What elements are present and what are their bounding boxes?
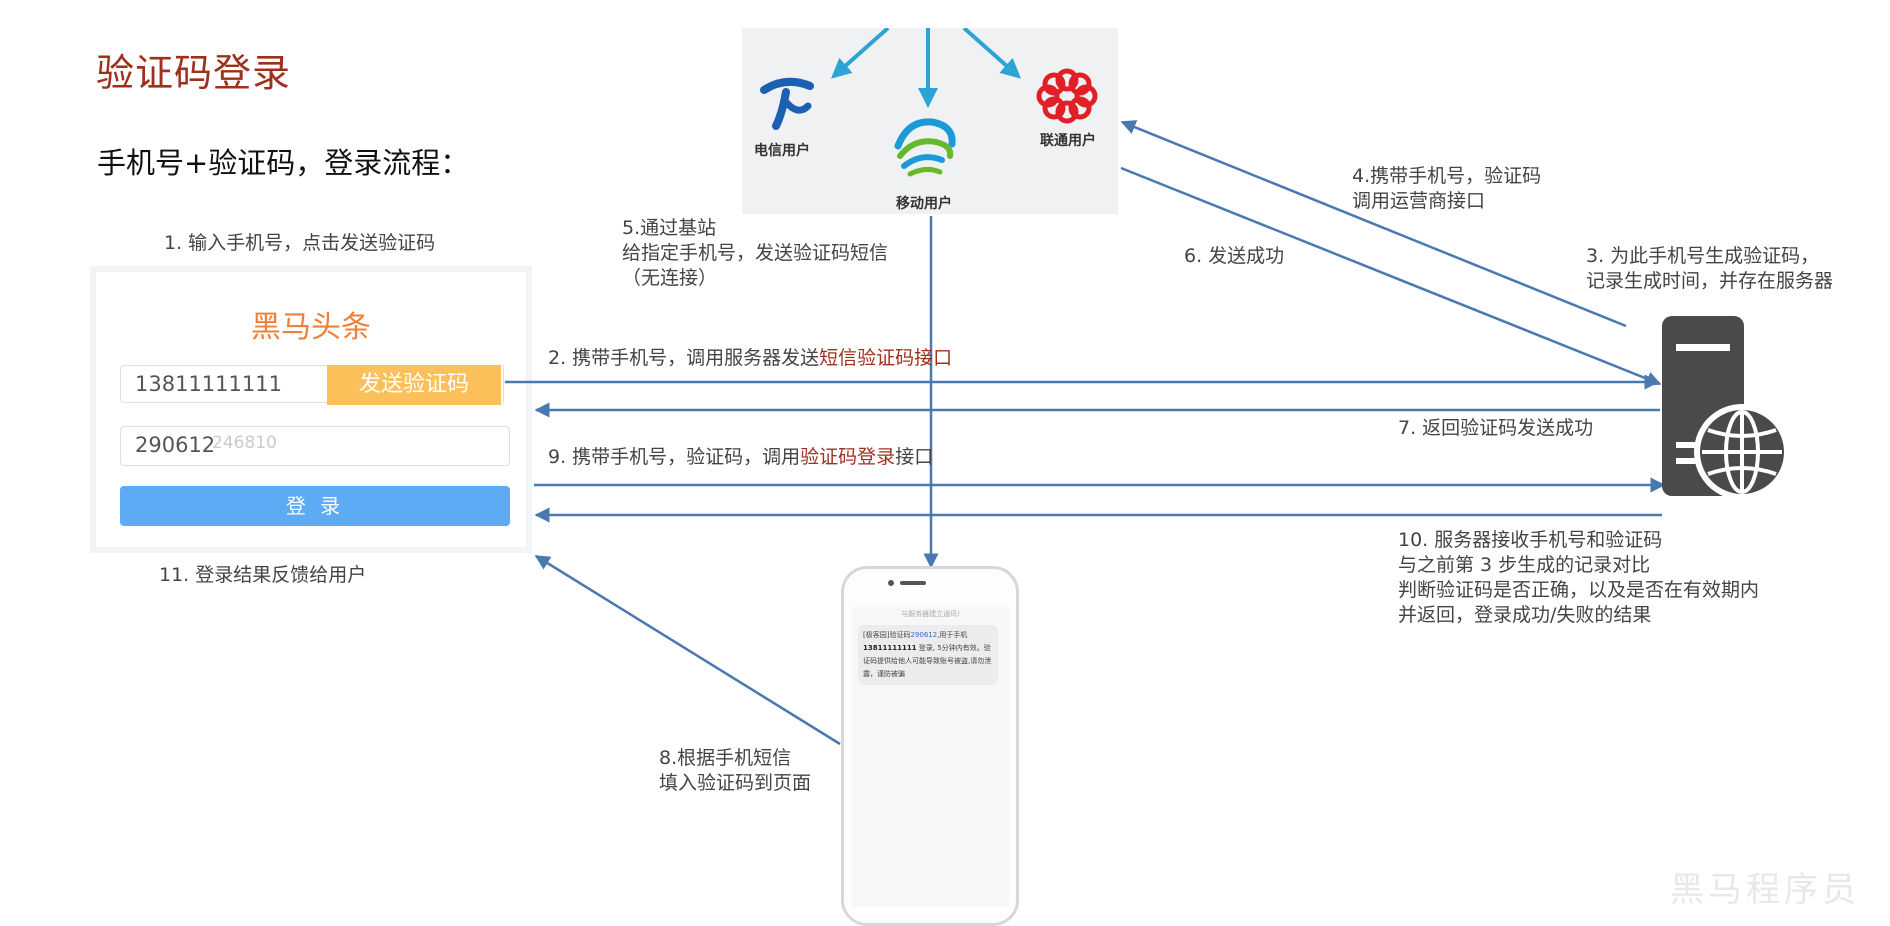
phone-speaker <box>900 581 926 585</box>
telecom-label: 电信用户 <box>754 143 810 159</box>
arrow-step-6 <box>1120 166 1662 386</box>
step-11-label: 11. 登录结果反馈给用户 <box>159 564 367 586</box>
arrow-step-8 <box>534 554 841 746</box>
login-panel: 黑马头条 13811111111 发送验证码 290612 246810 登 录 <box>90 266 532 553</box>
step-8-label: 8.根据手机短信填入验证码到页面 <box>659 747 812 794</box>
step-6-label: 6. 发送成功 <box>1184 245 1285 267</box>
smartphone-icon: 与服务器建立通讯! [极客园]验证码290612,用于手机 1381111111… <box>841 566 1019 926</box>
send-button-border <box>501 365 504 405</box>
watermark: 黑马程序员 <box>1670 870 1860 910</box>
step-5-label: 5.通过基站给指定手机号，发送验证码短信（无连接） <box>622 217 889 289</box>
carriers-panel: 电信用户 移动用户 联通用户 <box>742 28 1118 214</box>
code-placeholder: 246810 <box>212 433 277 453</box>
step-2-label: 2. 携带手机号，调用服务器发送短信验证码接口 <box>548 347 953 369</box>
step-10-label: 10. 服务器接收手机号和验证码与之前第 3 步生成的记录对比 判断验证码是否正… <box>1398 529 1760 626</box>
sms-tip: 与服务器建立通讯! <box>901 610 960 618</box>
page-title: 验证码登录 <box>96 51 292 95</box>
brand-title: 黑马头条 <box>251 310 371 345</box>
phone-screen: 与服务器建立通讯! [极客园]验证码290612,用于手机 1381111111… <box>852 607 1009 907</box>
unicom-logo-icon <box>1036 68 1098 124</box>
unicom-label: 联通用户 <box>1040 133 1096 149</box>
step-4-label: 4.携带手机号，验证码调用运营商接口 <box>1352 165 1542 212</box>
login-button[interactable]: 登 录 <box>120 486 510 526</box>
server-globe-icon <box>1662 316 1790 500</box>
phone-input[interactable]: 13811111111 <box>120 365 327 403</box>
flow-arrows <box>505 120 1666 746</box>
step-9-label: 9. 携带手机号，验证码，调用验证码登录接口 <box>548 446 934 468</box>
flow-subtitle: 手机号+验证码，登录流程： <box>97 146 470 180</box>
mobile-label: 移动用户 <box>896 196 952 212</box>
send-code-button[interactable]: 发送验证码 <box>327 365 501 405</box>
telecom-logo-icon <box>760 77 814 130</box>
arrow-step-4 <box>1120 120 1627 328</box>
carrier-arrows-icon <box>831 28 1021 108</box>
step-1-label: 1. 输入手机号，点击发送验证码 <box>164 232 436 254</box>
step-3-label: 3. 为此手机号生成验证码，记录生成时间，并存在服务器 <box>1586 245 1834 292</box>
sms-message: [极客园]验证码290612,用于手机 13811111111 登录, 5分钟内… <box>858 625 998 685</box>
code-input[interactable]: 290612 <box>120 426 510 466</box>
phone-camera <box>888 580 894 586</box>
step-7-label: 7. 返回验证码发送成功 <box>1398 417 1594 439</box>
mobile-logo-icon <box>894 118 956 177</box>
